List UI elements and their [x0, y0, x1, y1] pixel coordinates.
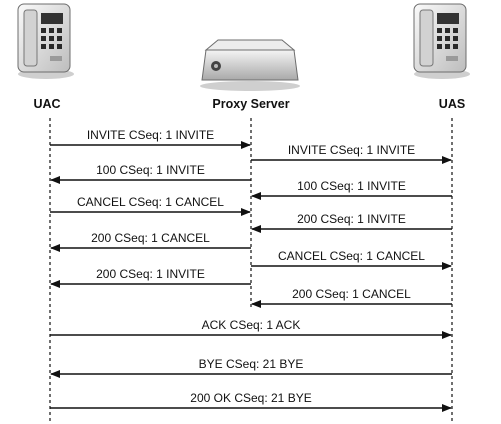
message-13: 200 OK CSeq: 21 BYE	[50, 391, 452, 412]
message-label: 200 OK CSeq: 21 BYE	[190, 391, 311, 405]
message-11: ACK CSeq: 1 ACK	[50, 318, 452, 339]
message-10: 200 CSeq: 1 CANCEL	[251, 287, 452, 308]
message-label: CANCEL CSeq: 1 CANCEL	[77, 195, 224, 209]
message-label: INVITE CSeq: 1 INVITE	[288, 143, 415, 157]
message-label: INVITE CSeq: 1 INVITE	[87, 128, 214, 142]
uas-label: UAS	[439, 97, 465, 111]
message-1: INVITE CSeq: 1 INVITE	[50, 128, 251, 149]
message-label: 100 CSeq: 1 INVITE	[96, 163, 205, 177]
message-label: 200 CSeq: 1 INVITE	[96, 267, 205, 281]
uac-label: UAC	[33, 97, 60, 111]
message-7: 200 CSeq: 1 CANCEL	[50, 231, 251, 252]
message-label: 200 CSeq: 1 INVITE	[297, 212, 406, 226]
proxy-server-label: Proxy Server	[212, 97, 289, 111]
uas-phone-icon	[413, 3, 470, 79]
message-label: CANCEL CSeq: 1 CANCEL	[278, 249, 425, 263]
message-3: 100 CSeq: 1 INVITE	[50, 163, 251, 184]
message-9: 200 CSeq: 1 INVITE	[50, 267, 251, 288]
proxy-server-icon	[200, 39, 300, 91]
message-6: 200 CSeq: 1 INVITE	[251, 212, 452, 233]
message-label: 200 CSeq: 1 CANCEL	[91, 231, 210, 245]
message-8: CANCEL CSeq: 1 CANCEL	[251, 249, 452, 270]
message-label: 100 CSeq: 1 INVITE	[297, 179, 406, 193]
message-label: BYE CSeq: 21 BYE	[199, 357, 304, 371]
message-label: ACK CSeq: 1 ACK	[202, 318, 301, 332]
message-5: CANCEL CSeq: 1 CANCEL	[50, 195, 251, 216]
message-2: INVITE CSeq: 1 INVITE	[251, 143, 452, 164]
message-4: 100 CSeq: 1 INVITE	[251, 179, 452, 200]
message-label: 200 CSeq: 1 CANCEL	[292, 287, 411, 301]
message-list: INVITE CSeq: 1 INVITE INVITE CSeq: 1 INVI…	[50, 128, 452, 412]
uac-phone-icon	[17, 3, 74, 79]
message-12: BYE CSeq: 21 BYE	[50, 357, 452, 378]
